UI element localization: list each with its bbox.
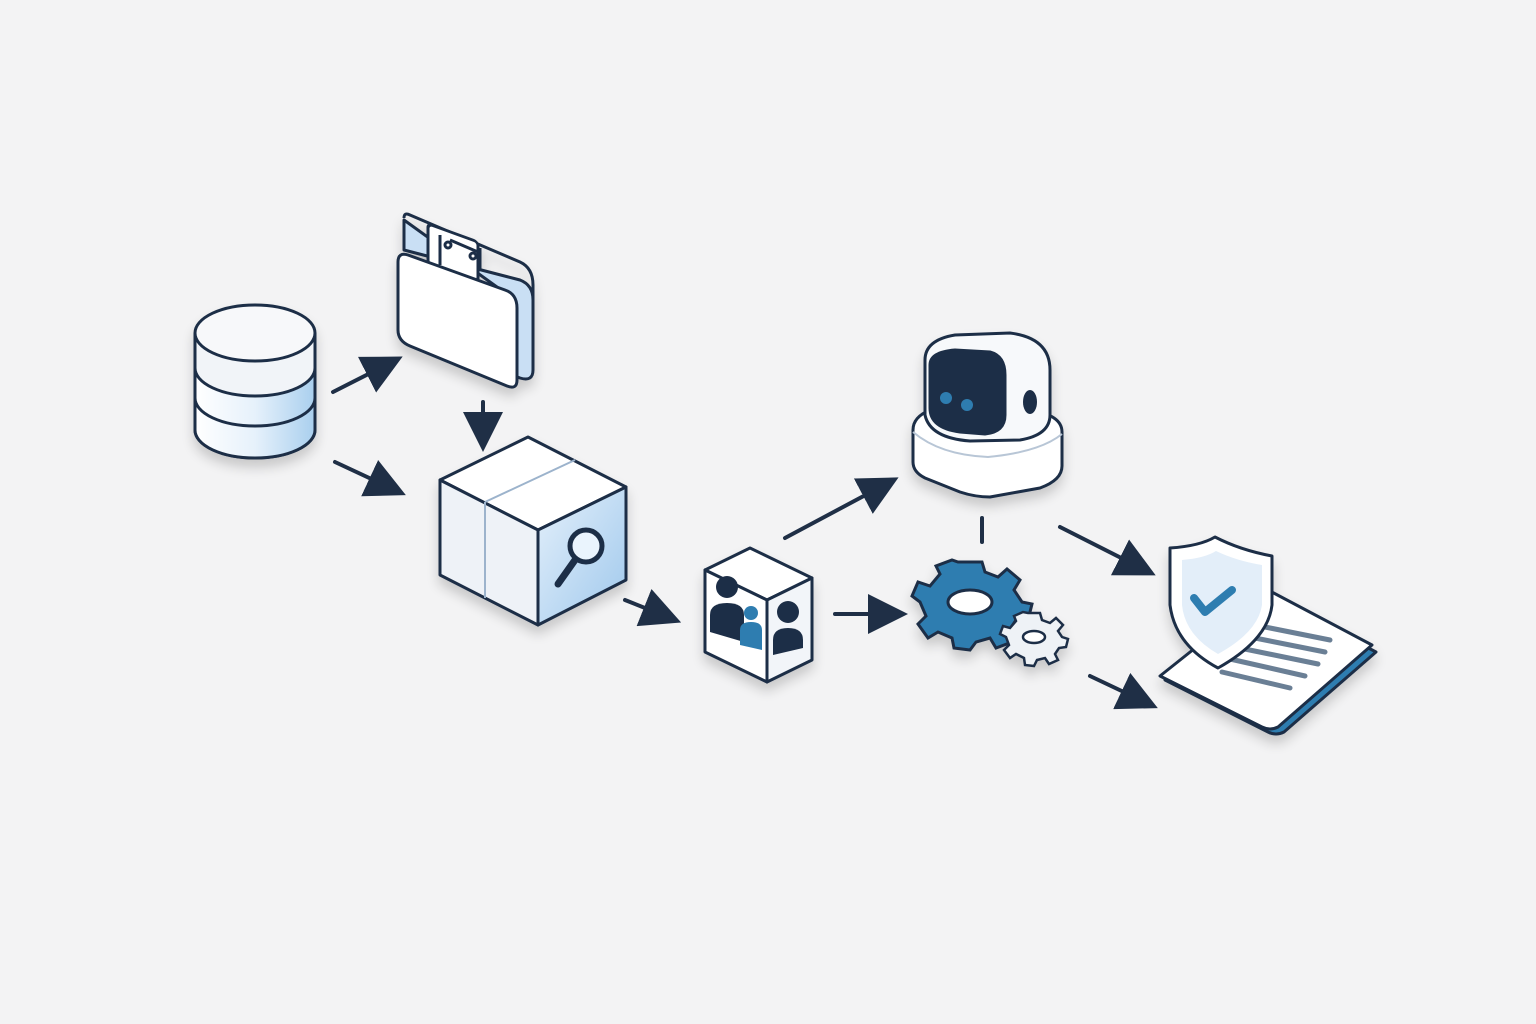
shield-document-icon — [1158, 535, 1378, 736]
gears-icon — [910, 558, 1070, 668]
users-box-icon — [703, 546, 814, 684]
folder-icon — [396, 212, 535, 389]
database-icon — [193, 303, 317, 460]
arrow-database-to-search-box — [333, 460, 406, 497]
arrow-gears-to-secure-document — [1088, 672, 1158, 710]
search-box-icon — [438, 435, 628, 627]
user-icon-left — [710, 576, 744, 642]
shield-icon — [1168, 535, 1274, 670]
robot-eye-right — [961, 399, 973, 411]
user-icon-center — [740, 606, 762, 650]
user-icon-right — [773, 601, 803, 655]
document-lines — [1219, 622, 1333, 691]
gear-small-icon — [998, 610, 1070, 668]
arrow-database-to-folder — [331, 356, 403, 394]
arrow-users-box-to-robot — [783, 477, 899, 540]
robot-eye-left — [940, 392, 952, 404]
connection-arrows — [331, 356, 1158, 710]
robot-icon — [911, 331, 1064, 499]
checkmark-icon — [1190, 586, 1236, 616]
arrow-robot-to-secure-document — [1058, 525, 1156, 576]
arrow-search-box-to-users-box — [623, 589, 682, 627]
